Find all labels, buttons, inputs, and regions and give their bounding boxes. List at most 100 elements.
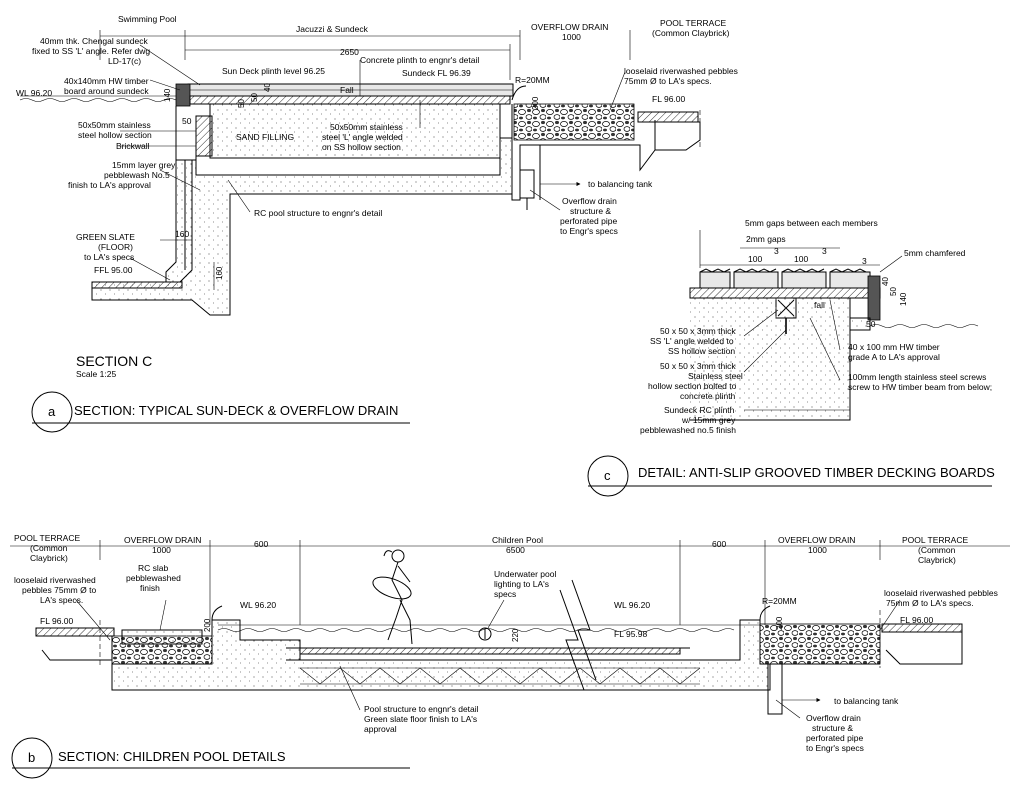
label-dim-50: 50 — [889, 287, 898, 296]
label-underwater-3: specs — [494, 589, 516, 599]
label-concrete-plinth: Concrete plinth to engnr's detail — [360, 55, 479, 65]
label-ss-angle-1: 50x50mm stainless — [330, 122, 403, 132]
label-dim-50b: 50 — [866, 319, 876, 329]
label-wl: WL 96.20 — [16, 88, 52, 98]
label-dim-160b: 160 — [215, 266, 224, 280]
label-fl-9598: FL 95.98 — [614, 629, 648, 639]
label-ss-hollow-2: steel hollow section — [78, 130, 152, 140]
detail-c-drawing — [689, 230, 979, 421]
label-pebbles-r-1: looselaid riverwashed pebbles — [884, 588, 998, 598]
label-r20: R=20MM — [762, 596, 797, 606]
section-b-text: POOL TERRACE (Common Claybrick) OVERFLOW… — [14, 533, 998, 753]
label-claybrick-l: Claybrick) — [30, 553, 68, 563]
label-ss-hollow-3: hollow section bolted to — [648, 381, 737, 391]
label-dim-200: 200 — [531, 96, 540, 110]
label-ss-angle-1: 50 x 50 x 3mm thick — [660, 326, 736, 336]
label-overflow-l: OVERFLOW DRAIN — [124, 535, 201, 545]
caption-c: c DETAIL: ANTI-SLIP GROOVED TIMBER DECKI… — [587, 455, 995, 497]
label-ss-hollow-1: 50x50mm stainless — [78, 120, 151, 130]
label-gaps-5mm: 5mm gaps between each members — [745, 218, 878, 228]
label-chamfer: 5mm chamfered — [904, 248, 966, 258]
label-hw-timber-2: board around sundeck — [64, 86, 149, 96]
label-ss-hollow-4: concrete plinth — [680, 391, 736, 401]
child-figure — [372, 549, 413, 645]
label-r20: R=20MM — [515, 75, 550, 85]
label-grey-peb-2: pebblewash No.5 — [104, 170, 170, 180]
label-ss-hollow-2: Stainless steel — [688, 371, 743, 381]
caption-a-title: SECTION: TYPICAL SUN-DECK & OVERFLOW DRA… — [74, 403, 398, 418]
caption-a-letter: a — [48, 404, 56, 419]
label-pool-terrace: POOL TERRACE — [660, 18, 726, 28]
label-plinth-3: pebblewashed no.5 finish — [640, 425, 736, 435]
label-overflow-r: OVERFLOW DRAIN — [778, 535, 855, 545]
section-b-drawing — [10, 540, 1010, 719]
label-pebbles-2: 75mm Ø to LA's specs. — [624, 76, 712, 86]
section-a-text: Swimming Pool Jacuzzi & Sundeck OVERFLOW… — [16, 14, 738, 379]
label-pebbles-1: looselaid riverwashed pebbles — [624, 66, 738, 76]
caption-a: a SECTION: TYPICAL SUN-DECK & OVERFLOW D… — [31, 391, 410, 433]
label-grey-peb-1: 15mm layer grey — [112, 160, 176, 170]
label-dim-200-r: 200 — [775, 616, 784, 630]
label-brickwall: Brickwall — [116, 141, 150, 151]
label-dim-3a: 3 — [774, 246, 779, 256]
label-green-slate-3: to LA's specs — [84, 252, 134, 262]
label-dim-600a: 600 — [254, 539, 268, 549]
label-common-r: (Common — [918, 545, 956, 555]
label-fl-l: FL 96.00 — [40, 616, 74, 626]
caption-b-letter: b — [28, 750, 35, 765]
label-pool-terrace-sub: (Common Claybrick) — [652, 28, 730, 38]
label-pebbles-l-2: pebbles 75mm Ø to — [22, 585, 96, 595]
section-a-drawing — [19, 30, 701, 316]
label-plinth-1: Sundeck RC plinth — [664, 405, 735, 415]
label-dim-50c: 50 — [182, 116, 192, 126]
section-c-scale: Scale 1:25 — [76, 369, 116, 379]
label-pool-struct-3: approval — [364, 724, 397, 734]
label-pebbles-r-2: 75mm Ø to LA's specs. — [886, 598, 974, 608]
label-dim-50a: 50 — [237, 99, 246, 108]
label-dim-40: 40 — [263, 83, 272, 92]
label-plinth-2: w/ 15mm grey — [681, 415, 736, 425]
label-ffl: FFL 95.00 — [94, 265, 133, 275]
label-dim-100b: 100 — [794, 254, 808, 264]
label-dim-2650: 2650 — [340, 47, 359, 57]
label-dim-140: 140 — [163, 88, 172, 102]
label-pool-terrace-r: POOL TERRACE — [902, 535, 968, 545]
label-hw-timber-2: grade A to LA's approval — [848, 352, 940, 362]
label-screws-2: screw to HW timber beam from below; — [848, 382, 992, 392]
label-pebbles-l-1: looselaid riverwashed — [14, 575, 96, 585]
label-to-balancing: to balancing tank — [588, 179, 653, 189]
label-swimming-pool: Swimming Pool — [118, 14, 177, 24]
caption-c-letter: c — [604, 468, 611, 483]
label-chengal-2: fixed to SS 'L' angle. Refer dwg — [32, 46, 150, 56]
label-overflow-drain-dim: 1000 — [562, 32, 581, 42]
label-hw-timber-1: 40 x 100 mm HW timber — [848, 342, 940, 352]
label-dim-140: 140 — [899, 292, 908, 306]
label-green-slate-1: GREEN SLATE — [76, 232, 135, 242]
label-pool-struct-1: Pool structure to engnr's detail — [364, 704, 479, 714]
label-ss-angle-2: SS 'L' angle welded to — [650, 336, 734, 346]
label-od-struct-2: structure & — [570, 206, 611, 216]
label-chengal-1: 40mm thk. Chengal sundeck — [40, 36, 148, 46]
label-pool-terrace-l: POOL TERRACE — [14, 533, 80, 543]
label-children-pool: Children Pool — [492, 535, 543, 545]
label-dim-160a: 160 — [175, 229, 189, 239]
label-dim-40: 40 — [881, 277, 890, 286]
label-od-struct-3: perforated pipe — [560, 216, 617, 226]
label-grey-peb-3: finish to LA's approval — [68, 180, 151, 190]
label-chengal-3: LD-17(c) — [108, 56, 141, 66]
caption-b: b SECTION: CHILDREN POOL DETAILS — [11, 737, 410, 779]
label-overflow-r-dim: 1000 — [808, 545, 827, 555]
label-gaps-2mm: 2mm gaps — [746, 234, 786, 244]
detail-c-text: 5mm gaps between each members 2mm gaps 1… — [640, 218, 992, 435]
label-screws-1: 100mm length stainless steel screws — [848, 372, 986, 382]
label-dim-3b: 3 — [822, 246, 827, 256]
label-dim-50b: 50 — [250, 93, 259, 102]
label-hw-timber-1: 40x140mm HW timber — [64, 76, 149, 86]
label-plinth-level: Sun Deck plinth level 96.25 — [222, 66, 325, 76]
label-dim-220: 220 — [511, 628, 520, 642]
label-to-balancing: to balancing tank — [834, 696, 899, 706]
label-fl-r: FL 96.00 — [900, 615, 934, 625]
label-underwater-2: lighting to LA's — [494, 579, 549, 589]
label-od-3: perforated pipe — [806, 733, 863, 743]
